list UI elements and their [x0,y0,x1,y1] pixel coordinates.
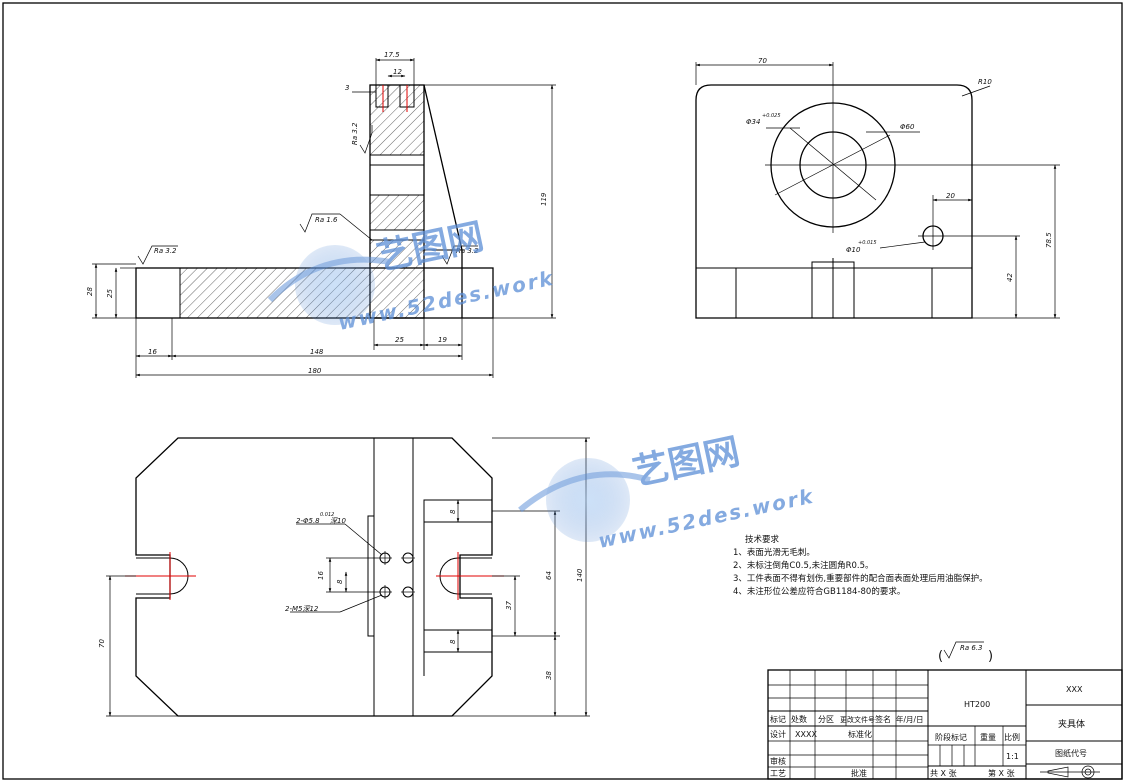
tb-hdr-docno: 更改文件号 [840,715,875,724]
tb-scale: 1:1 [1006,752,1019,761]
tech-req-title: 技术要求 [745,534,780,545]
tb-weight: 重量 [980,732,996,742]
tb-design: 设计 [770,729,786,739]
dim-70-plan: 70 [98,639,106,648]
dim-phi60: Φ60 [900,123,915,131]
dim-8-a: 8 [449,509,457,514]
dim-phi34: Φ34 [746,118,760,126]
dim-r10: R10 [978,78,992,86]
dim-140: 140 [576,568,584,582]
dim-phi34-tol: +0.025 [762,113,781,119]
tech-req-item-4: 4、未注形位公差应符合GB1184-80的要求。 [733,586,905,597]
roughness-ra63: Ra 6.3 [960,644,983,652]
roughness-ra32-column: Ra 3.2 [351,122,359,145]
dim-180: 180 [308,367,322,375]
watermark-brand-2: 艺图网 [629,431,743,494]
dim-70-top: 70 [758,57,767,65]
hole-callout-tol: 0.012 [320,512,334,518]
svg-text:(: ( [938,649,943,664]
roughness-ra16: Ra 1.6 [315,216,338,224]
dim-25-left: 25 [106,289,114,298]
tb-hdr-count: 处数 [791,714,807,724]
tb-drawing-no-label: 图纸代号 [1055,748,1087,758]
tb-review: 审核 [770,756,786,766]
tb-designer: XXXX [795,730,817,739]
tb-stage: 阶段标记 [935,732,967,742]
dim-3: 3 [345,84,349,92]
dim-16: 16 [148,348,157,356]
roughness-ra32-base: Ra 3.2 [154,247,177,255]
technical-requirements: 技术要求 1、表面光滑无毛刺。 2、未标注倒角C0.5,未注圆角R0.5。 3、… [733,534,988,597]
dim-78-5: 78.5 [1045,232,1053,248]
tb-hdr-mark: 标记 [770,714,786,724]
tb-company: XXX [1066,685,1083,694]
tb-material: HT200 [964,700,990,709]
svg-text:): ) [988,649,993,664]
dim-17-5: 17.5 [384,51,400,59]
hole-callout-depth10: 深10 [330,517,346,525]
dim-38: 38 [545,671,553,680]
dim-42: 42 [1006,273,1014,282]
side-view: 70 R10 Φ60 Φ34 +0.025 20 Φ10 +0.015 42 7… [695,57,1060,319]
tech-req-item-3: 3、工件表面不得有划伤,重要部件的配合面表面处理后用油脂保护。 [733,573,988,584]
tech-req-item-2: 2、未标注倒角C0.5,未注圆角R0.5。 [733,560,874,571]
roughness-ra32-rib: Ra 3.2 [456,247,479,255]
tb-hdr-date: 年/月/日 [896,714,924,724]
tb-hdr-sign: 签名 [875,714,891,724]
dim-20: 20 [946,192,955,200]
tb-part-name: 夹具体 [1058,718,1085,730]
dim-148: 148 [310,348,324,356]
dim-phi10: Φ10 [846,246,861,254]
dim-25-bottom: 25 [395,336,404,344]
dim-8-b: 8 [449,639,457,644]
dim-phi10-tol: +0.015 [858,240,877,246]
dim-37: 37 [505,601,513,610]
front-section-view: 17.5 12 3 119 28 25 25 19 16 148 180 [86,51,556,378]
dim-28: 28 [86,287,94,296]
tb-standard: 标准化 [848,729,872,739]
tb-scale-label: 比例 [1004,732,1020,742]
projection-symbol-icon [1040,765,1100,779]
title-block: 标记 处数 分区 更改文件号 签名 年/月/日 设计 XXXX 标准化 审核 工… [767,669,1123,780]
hole-callout-phi5-8: 2-Φ5.8 [296,517,320,525]
dim-64: 64 [545,571,553,580]
tb-process: 工艺 [770,769,786,778]
dim-8-plan: 8 [336,579,344,584]
plan-view: 2-Φ5.8 深10 0.012 2-M5深12 16 8 8 8 140 64… [98,437,590,717]
tb-sheets: 共 X 张 [930,769,957,778]
tb-hdr-zone: 分区 [818,715,834,724]
tb-sheet-no: 第 X 张 [988,768,1015,778]
tb-approve: 批准 [851,768,867,778]
dim-19: 19 [438,336,447,344]
hole-callout-m5: 2-M5深12 [285,605,319,613]
dim-119: 119 [540,192,548,206]
tech-req-item-1: 1、表面光滑无毛刺。 [733,547,815,558]
dim-12: 12 [393,68,402,76]
dim-16-plan: 16 [317,571,325,580]
general-roughness: ( Ra 6.3 ) [938,641,993,664]
